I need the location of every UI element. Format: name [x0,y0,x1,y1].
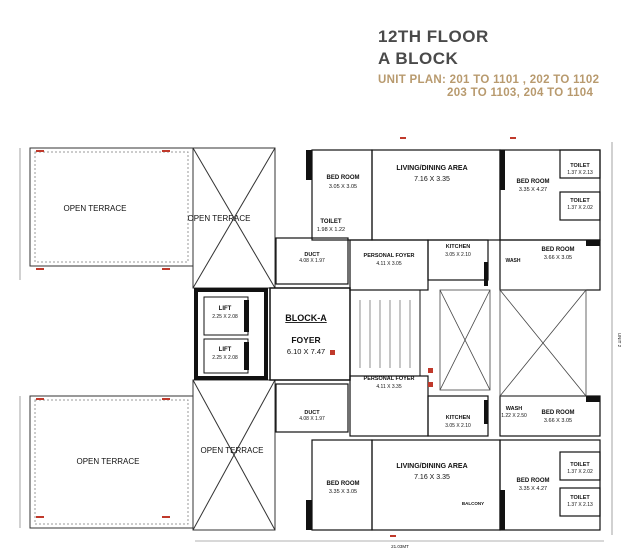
unit-plan-line2: 203 TO 1103, 204 TO 1104 [447,87,594,99]
toilet-br2-dim: 1.37 X 2.13 [567,502,593,508]
toilet-br2-label: TOILET [570,495,590,501]
lift2-dim: 2.25 X 2.08 [212,355,238,361]
dim-bottom: 21.03MT [391,544,409,549]
personal-foyer-top-label: PERSONAL FOYER [364,253,415,259]
toilet-br1-dim: 1.37 X 2.02 [567,469,593,475]
bed-bottom-right-label: BED ROOM [517,478,550,484]
bed-mid-right-bottom-dim: 3.66 X 3.05 [544,418,572,424]
bed-bottom-right-dim: 3.35 X 4.27 [519,486,547,492]
open-terrace-mid-bottom: OPEN TERRACE [201,446,264,455]
open-terrace-mid-top: OPEN TERRACE [188,214,251,223]
toilet-br1-label: TOILET [570,462,590,468]
living-bottom-label: LIVING/DINING AREA [396,463,467,470]
bed-top-left-label: BED ROOM [327,175,360,181]
open-terrace-left-top: OPEN TERRACE [64,204,127,213]
living-top-dim: 7.16 X 3.35 [414,176,450,183]
block-title: A BLOCK [378,49,459,68]
personal-foyer-top-dim: 4.11 X 3.05 [376,261,401,267]
toilet-tr2-label: TOILET [570,198,590,204]
lift-shaft [194,288,268,380]
personal-foyer-bottom-label: PERSONAL FOYER [364,376,415,382]
wash-top-label: WASH [506,258,521,264]
foyer-label: FOYER [291,335,320,345]
balcony-label: BALCONY [462,501,484,506]
lift1-dim: 2.25 X 2.08 [212,314,238,320]
bed-mid-right-top-dim: 3.66 X 3.05 [544,255,572,261]
foyer-dim: 6.10 X 7.47 [287,347,325,356]
open-terrace-left-bottom: OPEN TERRACE [77,457,140,466]
bed-mid-right-bottom-label: BED ROOM [542,410,575,416]
personal-foyer-bottom-dim: 4.11 X 3.35 [376,384,401,390]
bed-bottom-left-label: BED ROOM [327,481,360,487]
wash-bottom-dim: 1.22 X 2.50 [501,413,527,419]
toilet-tr1-dim: 1.37 X 2.13 [567,170,593,176]
toilet-tr1-label: TOILET [570,163,590,169]
toilet-tr2-dim: 1.37 X 2.02 [567,205,593,211]
wash-bottom-label: WASH [506,406,523,412]
living-bottom-dim: 7.16 X 3.35 [414,474,450,481]
bed-top-left-dim: 3.05 X 3.05 [329,184,357,190]
bed-mid-right-top-label: BED ROOM [542,247,575,253]
kitchen-top-label: KITCHEN [446,244,470,250]
toilet-top-left-label: TOILET [320,219,342,225]
kitchen-top-dim: 3.05 X 2.10 [445,252,471,258]
duct-top-dim: 4.08 X 1.97 [299,258,325,264]
toilet-top-left-dim: 1.98 X 1.22 [317,227,345,233]
kitchen-bottom-dim: 3.05 X 2.10 [445,423,471,429]
living-top-label: LIVING/DINING AREA [396,165,467,172]
floor-title: 12TH FLOOR [378,27,489,46]
duct-top-label: DUCT [304,252,320,258]
lift2-label: LIFT [219,347,232,353]
bed-bottom-left-dim: 3.35 X 3.05 [329,489,357,495]
duct-bottom-label: DUCT [304,410,320,416]
kitchen-bottom-label: KITCHEN [446,415,470,421]
block-a-label: BLOCK-A [285,313,327,323]
dim-right: UNIT 2 [617,333,622,348]
lift1-label: LIFT [219,306,232,312]
duct-bottom-dim: 4.08 X 1.97 [299,416,325,422]
unit-plan-line1: UNIT PLAN: 201 TO 1101 , 202 TO 1102 [378,74,600,86]
bed-top-right-label: BED ROOM [517,179,550,185]
bed-top-right-dim: 3.35 X 4.27 [519,187,547,193]
